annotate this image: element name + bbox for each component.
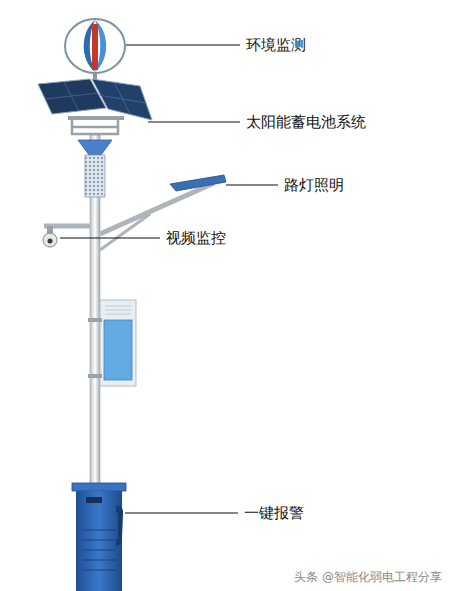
- screen-box: [100, 300, 136, 386]
- lamp-arm: [100, 183, 214, 234]
- bracket: [72, 120, 118, 134]
- screen: [104, 320, 132, 380]
- callout-label: 环境监测: [246, 36, 306, 54]
- bracket: [68, 116, 124, 120]
- lamp-head: [170, 175, 226, 191]
- solar-panel: [92, 79, 152, 120]
- clamp: [88, 374, 102, 378]
- screen-vents: [105, 306, 131, 314]
- clamp: [88, 318, 102, 322]
- leader-line: [126, 45, 240, 46]
- panel-grid: [45, 82, 146, 114]
- callout-label: 一键报警: [244, 504, 304, 522]
- lamp-brace: [100, 214, 150, 250]
- camera-lens: [48, 239, 53, 244]
- turbine-rotor: [92, 24, 98, 70]
- camera-dome: [43, 233, 57, 247]
- callout-label: 视频监控: [166, 229, 226, 247]
- leader-line: [226, 185, 278, 186]
- alarm-handset: [116, 506, 123, 546]
- leader-line: [125, 513, 238, 514]
- turbine-ring: [65, 19, 125, 73]
- base-plate: [72, 483, 126, 491]
- leader-line: [148, 122, 240, 123]
- base-panel: [86, 497, 102, 503]
- base-cabinet: [76, 491, 122, 591]
- watermark: 头条 @智能化弱电工程分享: [294, 570, 442, 584]
- battery-cap: [78, 140, 112, 155]
- battery-box: [85, 155, 105, 197]
- base-vents: [82, 530, 116, 570]
- leader-line: [60, 238, 160, 239]
- callout-label: 太阳能蓄电池系统: [246, 113, 366, 131]
- callout-label: 路灯照明: [284, 176, 344, 194]
